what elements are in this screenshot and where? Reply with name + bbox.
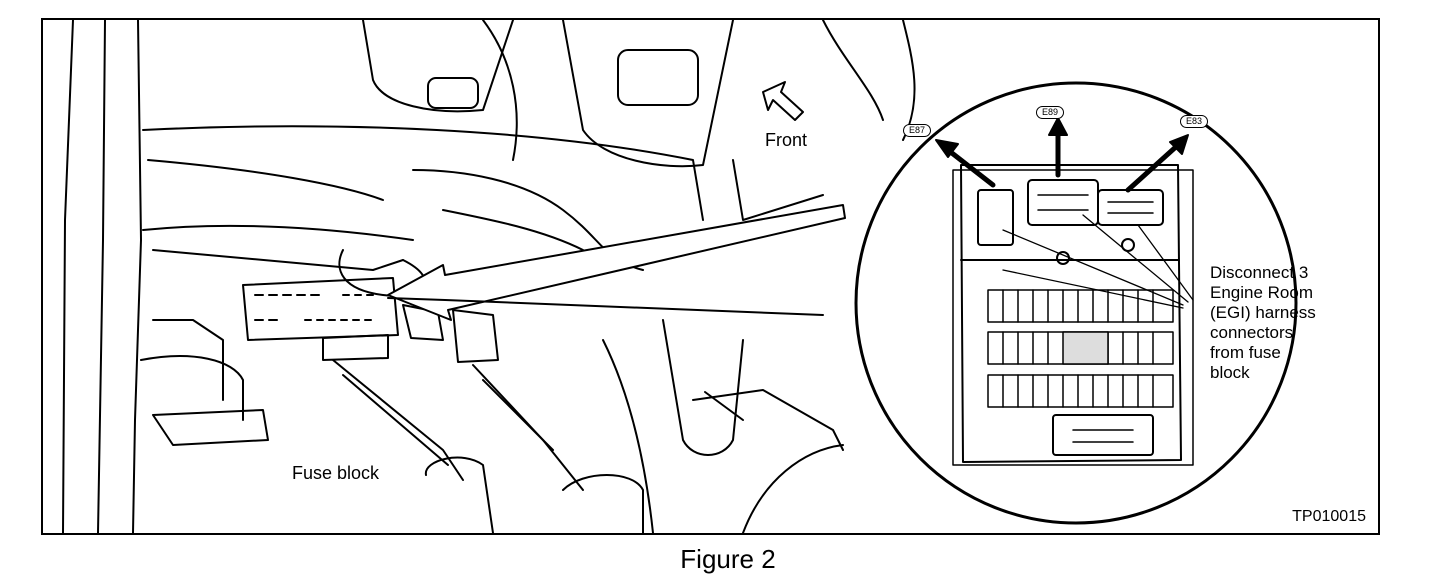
disconnect-line: Disconnect 3	[1210, 263, 1309, 282]
disconnect-line: Engine Room	[1210, 283, 1314, 302]
lower-dash	[140, 169, 644, 446]
disconnect-line: block	[1210, 363, 1250, 382]
connector-tag-e83: E83	[1180, 115, 1209, 128]
dashboard-panels	[142, 20, 916, 221]
front-label: Front	[765, 130, 808, 150]
figure-code: TP010015	[1292, 508, 1366, 525]
front-direction-icon	[762, 81, 804, 121]
fuse-block-label: Fuse block	[292, 463, 380, 483]
pedal-assembly	[332, 319, 844, 533]
disconnect-line: (EGI) harness	[1210, 303, 1316, 322]
connector-tag-e87: E87	[903, 124, 932, 137]
dashboard-illustration	[62, 20, 1298, 533]
figure-caption: Figure 2	[680, 544, 776, 574]
connector-tag-e89: E89	[1036, 106, 1065, 119]
magnified-view	[854, 81, 1298, 525]
diagram-frame: Front Fuse block Disconnect 3 Engine Roo…	[41, 18, 1380, 535]
disconnect-line: connectors	[1210, 323, 1294, 342]
door-pillar	[62, 20, 142, 533]
disconnect-instruction: Disconnect 3 Engine Room (EGI) harness c…	[1210, 263, 1316, 383]
disconnect-line: from fuse	[1210, 343, 1281, 362]
callout-arrow	[387, 204, 846, 321]
